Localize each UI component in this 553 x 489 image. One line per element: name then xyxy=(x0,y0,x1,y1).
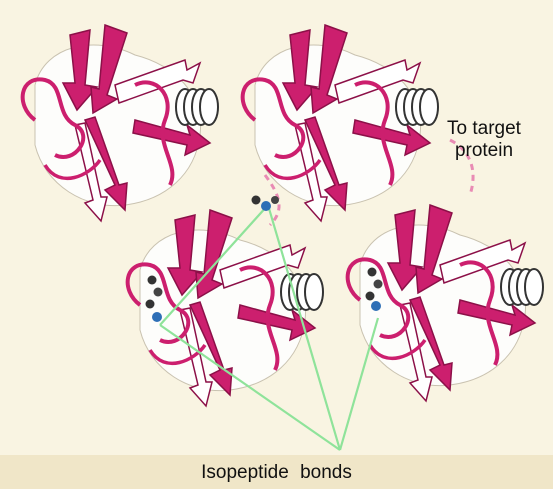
domain-1 xyxy=(23,25,218,221)
target-label-line1: To target xyxy=(414,118,553,140)
bond-site-2 xyxy=(252,196,280,212)
target-protein-label: To target protein xyxy=(414,118,553,162)
domain-2 xyxy=(243,25,438,221)
target-label-line2: protein xyxy=(414,140,553,162)
domain-3 xyxy=(128,210,323,406)
isopeptide-bonds-label: Isopeptide bonds xyxy=(0,462,553,484)
